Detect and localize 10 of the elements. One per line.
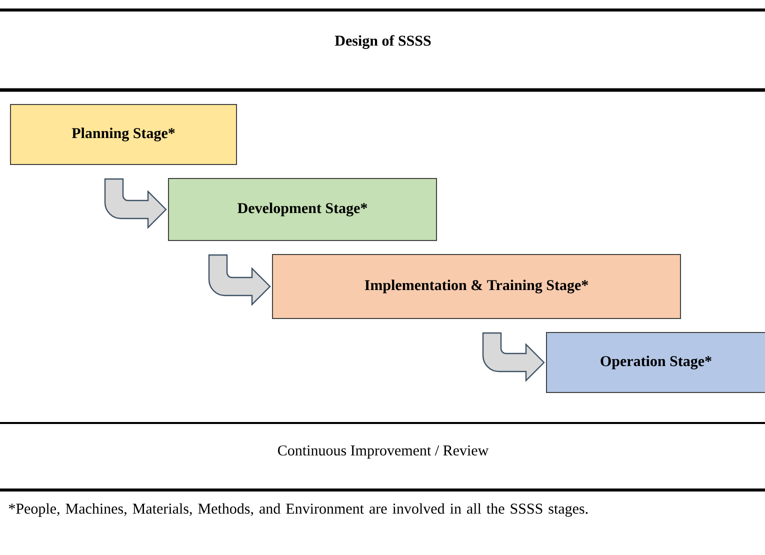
bent-arrow bbox=[482, 332, 545, 382]
stage-box: Development Stage* bbox=[168, 178, 437, 241]
stage-box: Planning Stage* bbox=[10, 104, 237, 165]
footnote: *People, Machines, Materials, Methods, and Environment are involved in all the SSSS stages. bbox=[8, 503, 588, 517]
note: Continuous Improvement / Review bbox=[278, 445, 489, 459]
stage-box: Implementation & Training Stage* bbox=[272, 254, 681, 319]
bent-arrow bbox=[208, 254, 271, 306]
bent-arrow bbox=[104, 178, 167, 228]
stage-box: Operation Stage* bbox=[546, 332, 765, 393]
title: Design of SSSS bbox=[334, 35, 431, 49]
